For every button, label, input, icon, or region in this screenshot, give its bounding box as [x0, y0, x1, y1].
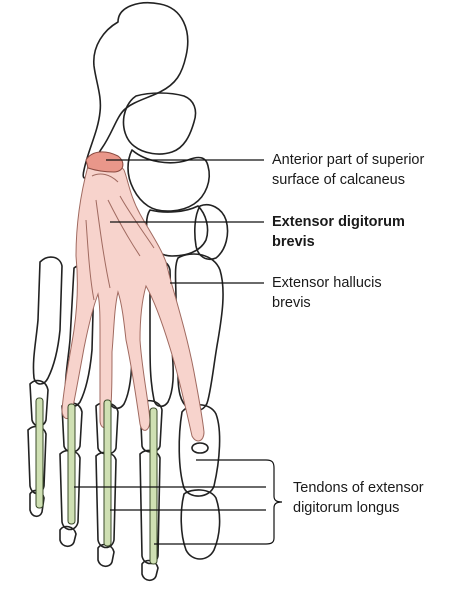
phalanx-bone [97, 543, 115, 568]
label-edb-line1: Extensor digitorum [272, 214, 405, 230]
metatarsal-bone [32, 256, 63, 385]
tendon-edl [67, 403, 76, 525]
cuneiform-bone [194, 204, 229, 261]
label-edb-line2: brevis [272, 234, 315, 250]
label-ehb-line1: Extensor hallucis [272, 275, 382, 291]
tendon-edl [103, 399, 112, 547]
tendon-edl [35, 397, 44, 509]
tendons-bracket [265, 459, 283, 545]
phalanx-bone [180, 489, 221, 560]
tendon-edl [149, 407, 158, 565]
phalanx-bone [141, 559, 159, 582]
label-calcaneus-line1: Anterior part of superior [272, 152, 425, 168]
talus-bone [122, 92, 197, 155]
phalanx-bone [178, 403, 221, 497]
calcaneus-bone [82, 2, 189, 179]
label-tendons-line1: Tendons of extensor [293, 480, 424, 496]
label-extensor-hallucis-brevis: Extensor hallucis brevis [272, 273, 382, 313]
label-tendons-line2: digitorum longus [293, 500, 400, 516]
label-ehb-line2: brevis [272, 295, 311, 311]
navicular-bone [127, 149, 210, 212]
phalanx-bone [29, 489, 45, 518]
label-tendons-edl: Tendons of extensor digitorum longus [293, 478, 424, 518]
extensor-digitorum-brevis-muscle [61, 160, 205, 442]
label-calcaneus-line2: surface of calcaneus [272, 172, 405, 188]
calcaneus-attachment [85, 151, 124, 173]
label-calcaneus: Anterior part of superior surface of cal… [272, 150, 424, 190]
label-extensor-digitorum-brevis: Extensor digitorum brevis [272, 212, 405, 252]
phalanx-bone [29, 379, 49, 427]
metatarsal-bone [149, 259, 174, 408]
phalanx-bone [59, 525, 77, 548]
sesamoid-bone [191, 442, 209, 454]
